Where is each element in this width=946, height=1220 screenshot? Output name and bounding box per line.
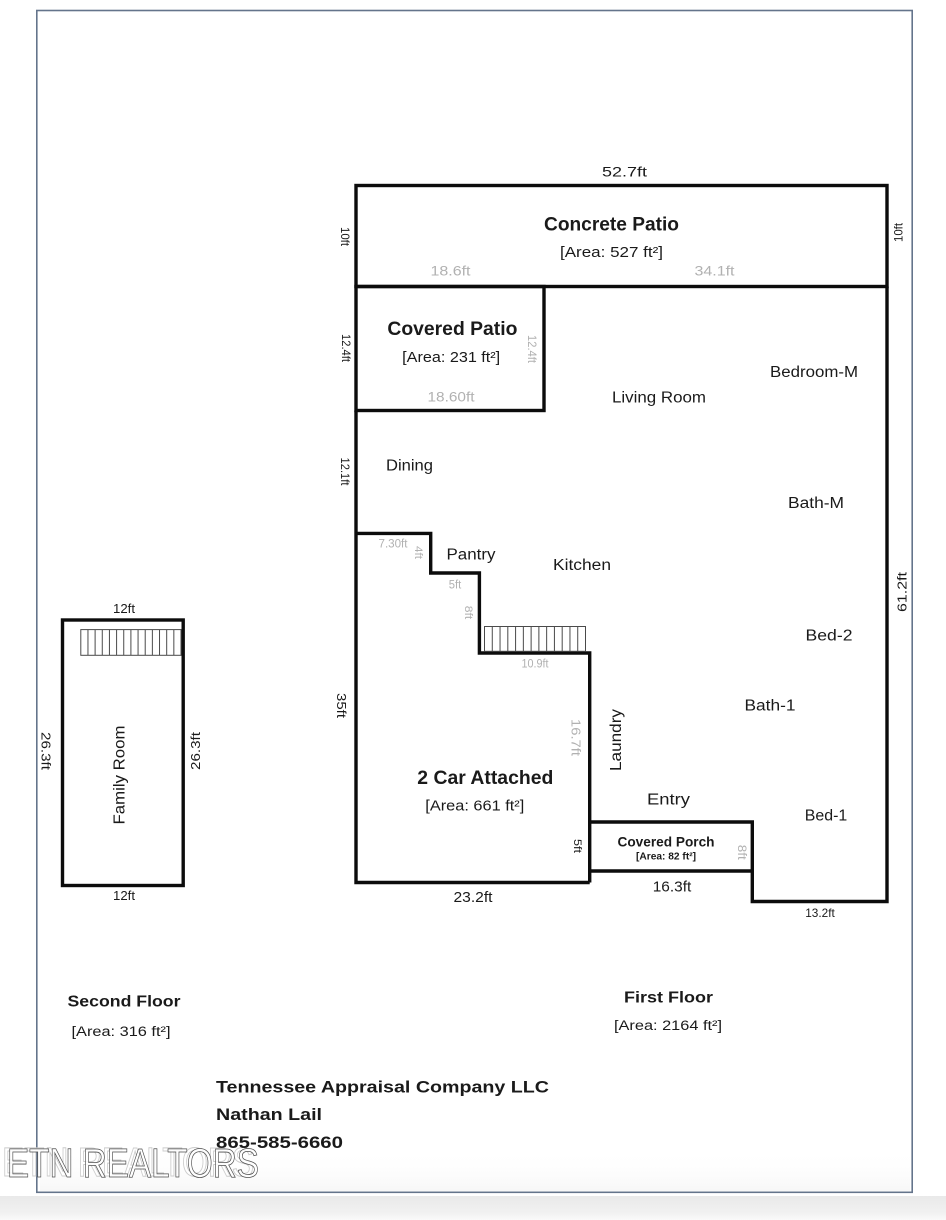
svg-text:Bedroom-M: Bedroom-M	[770, 364, 858, 381]
svg-text:12ft: 12ft	[113, 602, 136, 616]
svg-text:18.60ft: 18.60ft	[428, 389, 475, 405]
svg-text:Laundry: Laundry	[608, 709, 625, 771]
svg-text:Entry: Entry	[647, 792, 690, 809]
svg-text:Pantry: Pantry	[447, 547, 496, 564]
svg-text:23.2ft: 23.2ft	[454, 889, 494, 906]
svg-text:16.7ft: 16.7ft	[569, 719, 583, 757]
svg-text:2 Car Attached: 2 Car Attached	[417, 768, 553, 789]
svg-text:ETN REALTORS: ETN REALTORS	[2, 1139, 254, 1185]
svg-text:[Area: 82 ft²]: [Area: 82 ft²]	[636, 851, 696, 863]
svg-text:Bath-M: Bath-M	[788, 495, 844, 512]
svg-text:Bath-1: Bath-1	[745, 698, 796, 715]
svg-text:Second Floor: Second Floor	[68, 994, 181, 1011]
svg-text:Tennessee Appraisal Company LL: Tennessee Appraisal Company LLC	[216, 1078, 549, 1097]
svg-text:12.4ft: 12.4ft	[525, 335, 539, 364]
svg-text:5ft: 5ft	[449, 580, 462, 592]
svg-text:8ft: 8ft	[462, 606, 474, 620]
svg-text:12.1ft: 12.1ft	[338, 458, 352, 487]
svg-text:10.9ft: 10.9ft	[522, 659, 550, 671]
svg-text:First Floor: First Floor	[624, 990, 713, 1007]
svg-text:52.7ft: 52.7ft	[602, 165, 647, 180]
svg-text:35ft: 35ft	[334, 693, 348, 719]
svg-text:7.30ft: 7.30ft	[379, 539, 409, 551]
svg-text:865-585-6660: 865-585-6660	[216, 1133, 343, 1152]
svg-text:13.2ft: 13.2ft	[805, 906, 835, 920]
svg-text:Nathan Lail: Nathan Lail	[216, 1105, 322, 1124]
svg-text:[Area: 2164 ft²]: [Area: 2164 ft²]	[614, 1018, 722, 1033]
svg-text:4ft: 4ft	[412, 546, 424, 559]
svg-text:Dining: Dining	[386, 458, 433, 475]
svg-text:[Area: 316 ft²]: [Area: 316 ft²]	[72, 1024, 171, 1039]
svg-text:Living Room: Living Room	[612, 390, 706, 407]
svg-text:16.3ft: 16.3ft	[653, 879, 692, 896]
svg-text:5ft: 5ft	[571, 839, 583, 853]
svg-text:Bed-2: Bed-2	[806, 628, 853, 645]
svg-text:26.3ft: 26.3ft	[39, 732, 54, 770]
svg-text:ETN REALTORS: ETN REALTORS	[7, 1140, 259, 1186]
svg-text:12ft: 12ft	[113, 889, 136, 903]
svg-text:26.3ft: 26.3ft	[188, 732, 203, 770]
svg-text:18.6ft: 18.6ft	[431, 264, 471, 279]
svg-text:10ft: 10ft	[338, 227, 352, 247]
svg-text:Kitchen: Kitchen	[553, 557, 611, 574]
svg-text:[Area: 231 ft²]: [Area: 231 ft²]	[402, 350, 500, 366]
svg-text:Covered Porch: Covered Porch	[618, 834, 715, 850]
svg-text:Bed-1: Bed-1	[805, 808, 848, 825]
svg-text:34.1ft: 34.1ft	[695, 264, 735, 279]
svg-text:61.2ft: 61.2ft	[895, 572, 910, 612]
svg-text:8ft: 8ft	[735, 845, 747, 861]
svg-text:[Area: 527 ft²]: [Area: 527 ft²]	[560, 245, 663, 261]
svg-text:Covered Patio: Covered Patio	[387, 319, 517, 340]
svg-text:Family Room: Family Room	[111, 726, 128, 825]
svg-text:Concrete Patio: Concrete Patio	[544, 215, 679, 236]
svg-text:12.4ft: 12.4ft	[339, 334, 353, 363]
svg-text:10ft: 10ft	[892, 222, 906, 242]
svg-text:[Area: 661 ft²]: [Area: 661 ft²]	[425, 799, 524, 815]
